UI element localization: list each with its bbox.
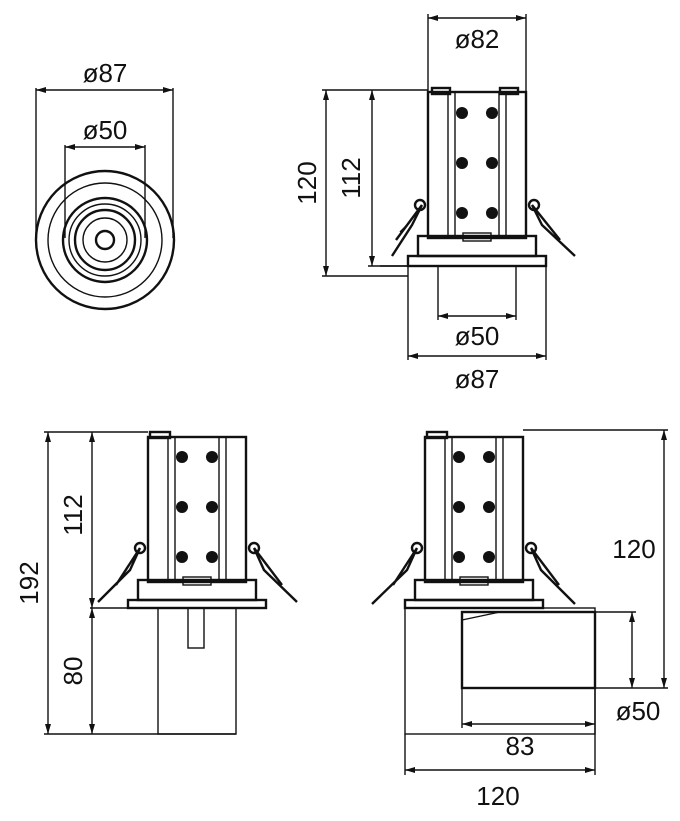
right-width-label: 120	[476, 781, 519, 811]
front-inner-diameter-label: ø50	[455, 321, 500, 351]
front-total-height-label: 120	[292, 161, 322, 204]
side-body-height-label: 112	[58, 494, 88, 535]
side-view-right: 120 ø50 83 120	[371, 429, 668, 811]
right-diameter-label: ø50	[616, 696, 661, 726]
side-total-height-label: 192	[14, 561, 44, 604]
top-inner-diameter-label: ø50	[83, 115, 128, 145]
front-outer-diameter-label: ø87	[455, 364, 500, 394]
side-view-left: 192 112 80	[14, 430, 298, 735]
top-outer-diameter-label: ø87	[83, 58, 128, 88]
top-view: ø87 ø50	[34, 58, 176, 311]
front-top-diameter-label: ø82	[455, 24, 500, 54]
side-base-height-label: 80	[58, 657, 88, 686]
front-view: ø82 120 112 ø50 ø87	[292, 14, 576, 394]
front-body-height-label: 112	[336, 157, 366, 198]
right-height-label: 120	[612, 534, 655, 564]
right-offset-label: 83	[506, 731, 535, 761]
